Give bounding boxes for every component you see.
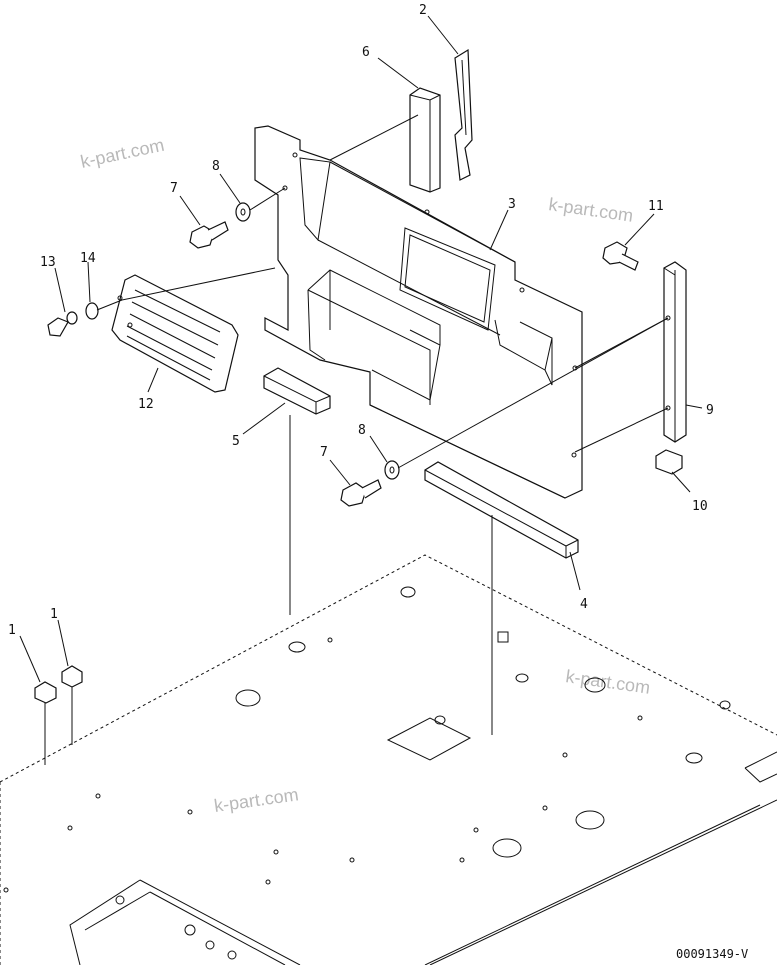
seal-4 — [424, 461, 579, 559]
floor-plate — [0, 554, 777, 965]
callout-5: 5 — [232, 434, 240, 449]
callout-6: 6 — [362, 45, 370, 60]
callout-labels: 1 1 2 3 4 5 6 7 7 8 8 9 10 11 12 13 14 — [8, 3, 714, 638]
stay-9 — [663, 261, 687, 443]
watermark: k-part.com — [547, 194, 634, 226]
callout-4: 4 — [580, 597, 588, 612]
callout-7: 7 — [170, 181, 178, 196]
watermark: k-part.com — [213, 784, 300, 816]
callout-9: 9 — [706, 403, 714, 418]
bracket-2 — [454, 48, 473, 181]
bolt-7-upper — [189, 221, 229, 249]
washer-14 — [85, 302, 99, 320]
wing-nut-13 — [47, 311, 78, 337]
leader-lines — [19, 15, 703, 683]
callout-7: 7 — [320, 445, 328, 460]
seal-5 — [263, 367, 331, 415]
seal-1-right — [61, 665, 83, 688]
callout-1: 1 — [50, 607, 58, 622]
callout-11: 11 — [648, 199, 664, 214]
main-panel — [254, 125, 583, 499]
callout-12: 12 — [138, 397, 154, 412]
callout-2: 2 — [419, 3, 427, 18]
callout-14: 14 — [80, 251, 96, 266]
callout-8: 8 — [212, 159, 220, 174]
grille-cover-12 — [111, 274, 239, 393]
callout-13: 13 — [40, 255, 56, 270]
bolt-7-lower — [340, 479, 382, 507]
washer-8-lower — [384, 460, 400, 480]
watermark: k-part.com — [79, 135, 166, 172]
washer-8-upper — [235, 202, 251, 222]
drawing-code: 00091349-V — [676, 947, 748, 961]
callout-3: 3 — [508, 197, 516, 212]
watermark: k-part.com — [564, 666, 651, 698]
callout-1: 1 — [8, 623, 16, 638]
seal-6 — [409, 87, 441, 193]
bolt-11 — [602, 241, 639, 271]
seal-1-left — [34, 681, 57, 704]
seal-10 — [655, 449, 683, 475]
callout-10: 10 — [692, 499, 708, 514]
assembly-lines — [44, 114, 669, 765]
callout-8: 8 — [358, 423, 366, 438]
